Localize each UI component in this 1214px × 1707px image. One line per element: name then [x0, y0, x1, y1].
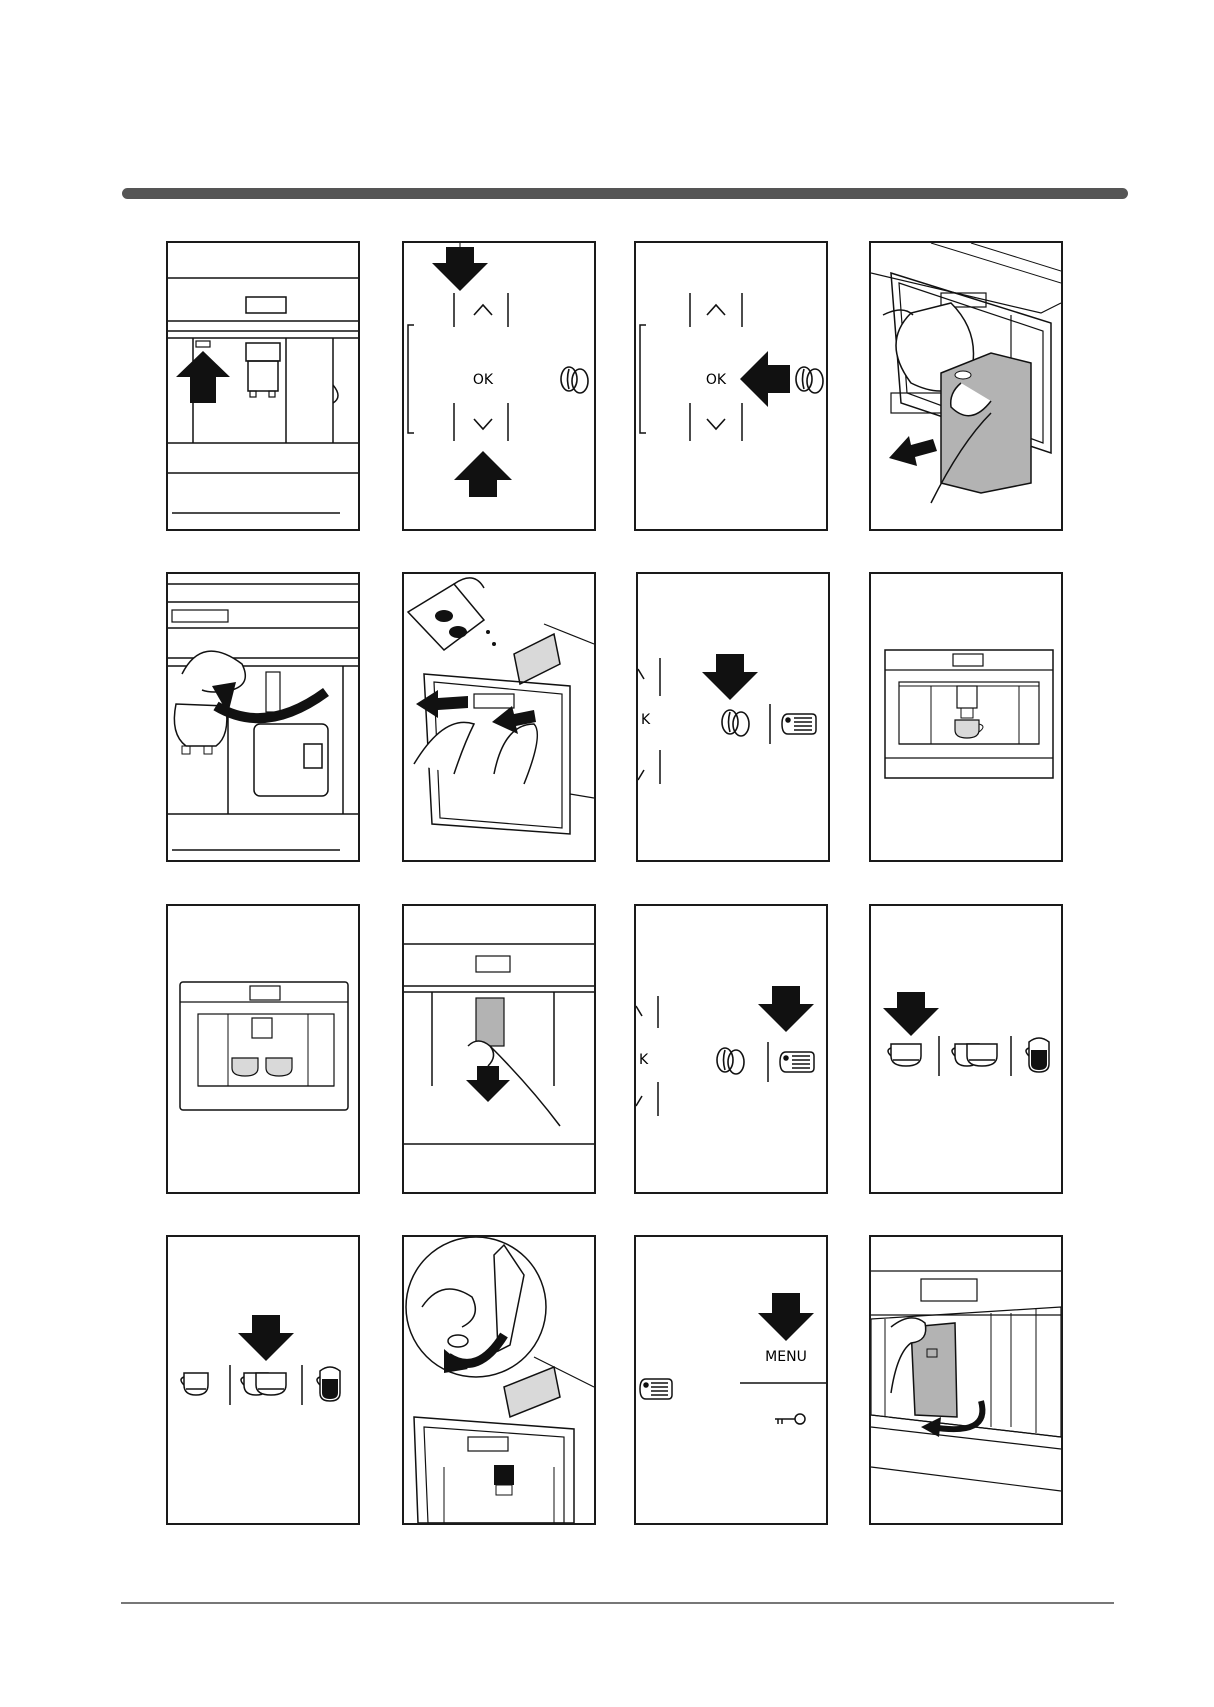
step-13-panel: [166, 1235, 360, 1525]
step-8-panel: [869, 572, 1063, 862]
menu-list-icon: [782, 714, 816, 734]
footer-rule: [121, 1602, 1114, 1604]
ok-label: OK: [473, 372, 494, 388]
ok-label: OK: [706, 372, 727, 388]
step-1-panel: [166, 241, 360, 531]
single-cup-icon: [181, 1373, 208, 1395]
arrow-down-icon: [432, 247, 488, 291]
arrow-down-icon: [758, 1293, 814, 1341]
menu-list-icon: [780, 1052, 814, 1072]
step-4-panel: [869, 241, 1063, 531]
arrow-down-icon: [758, 986, 814, 1032]
step-15-panel: MENU: [634, 1235, 828, 1525]
arrow-down-icon: [702, 654, 758, 700]
chevron-down-icon: [474, 419, 492, 429]
step-2-panel: OK: [402, 241, 596, 531]
header-rule: [122, 188, 1128, 199]
step-6-panel: [402, 572, 596, 862]
tall-glass-icon: [317, 1367, 340, 1401]
ok-partial-label: K: [639, 1052, 649, 1068]
chevron-up-icon: [707, 305, 725, 315]
arrow-down-icon: [466, 1066, 510, 1102]
coffee-beans-icon: [561, 367, 588, 393]
arrow-up-icon: [176, 351, 230, 403]
step-5-panel: [166, 572, 360, 862]
step-11-panel: K: [634, 904, 828, 1194]
arrow-down-icon: [238, 1315, 294, 1361]
step-12-panel: [869, 904, 1063, 1194]
step-7-panel: K: [636, 572, 830, 862]
key-icon: [775, 1414, 805, 1424]
step-14-panel: [402, 1235, 596, 1525]
arrow-up-icon: [454, 451, 512, 497]
single-cup-icon: [888, 1044, 921, 1066]
menu-list-icon: [640, 1379, 672, 1399]
tall-glass-icon: [1026, 1038, 1049, 1072]
arrow-left-icon: [740, 351, 790, 407]
double-cup-icon: [241, 1373, 286, 1395]
step-16-panel: [869, 1235, 1063, 1525]
coffee-beans-icon: [796, 367, 823, 393]
coffee-beans-icon: [717, 1048, 744, 1074]
arrow-left-icon: [889, 436, 937, 466]
chevron-up-icon: [474, 305, 492, 315]
coffee-beans-icon: [722, 710, 749, 736]
arrow-down-icon: [883, 992, 939, 1036]
ok-partial-label: K: [641, 712, 651, 728]
arrow-left-icon: [416, 690, 468, 718]
step-9-panel: [166, 904, 360, 1194]
double-cup-icon: [952, 1044, 997, 1066]
menu-label: MENU: [765, 1349, 807, 1365]
step-10-panel: [402, 904, 596, 1194]
chevron-down-icon: [707, 419, 725, 429]
step-3-panel: OK: [634, 241, 828, 531]
